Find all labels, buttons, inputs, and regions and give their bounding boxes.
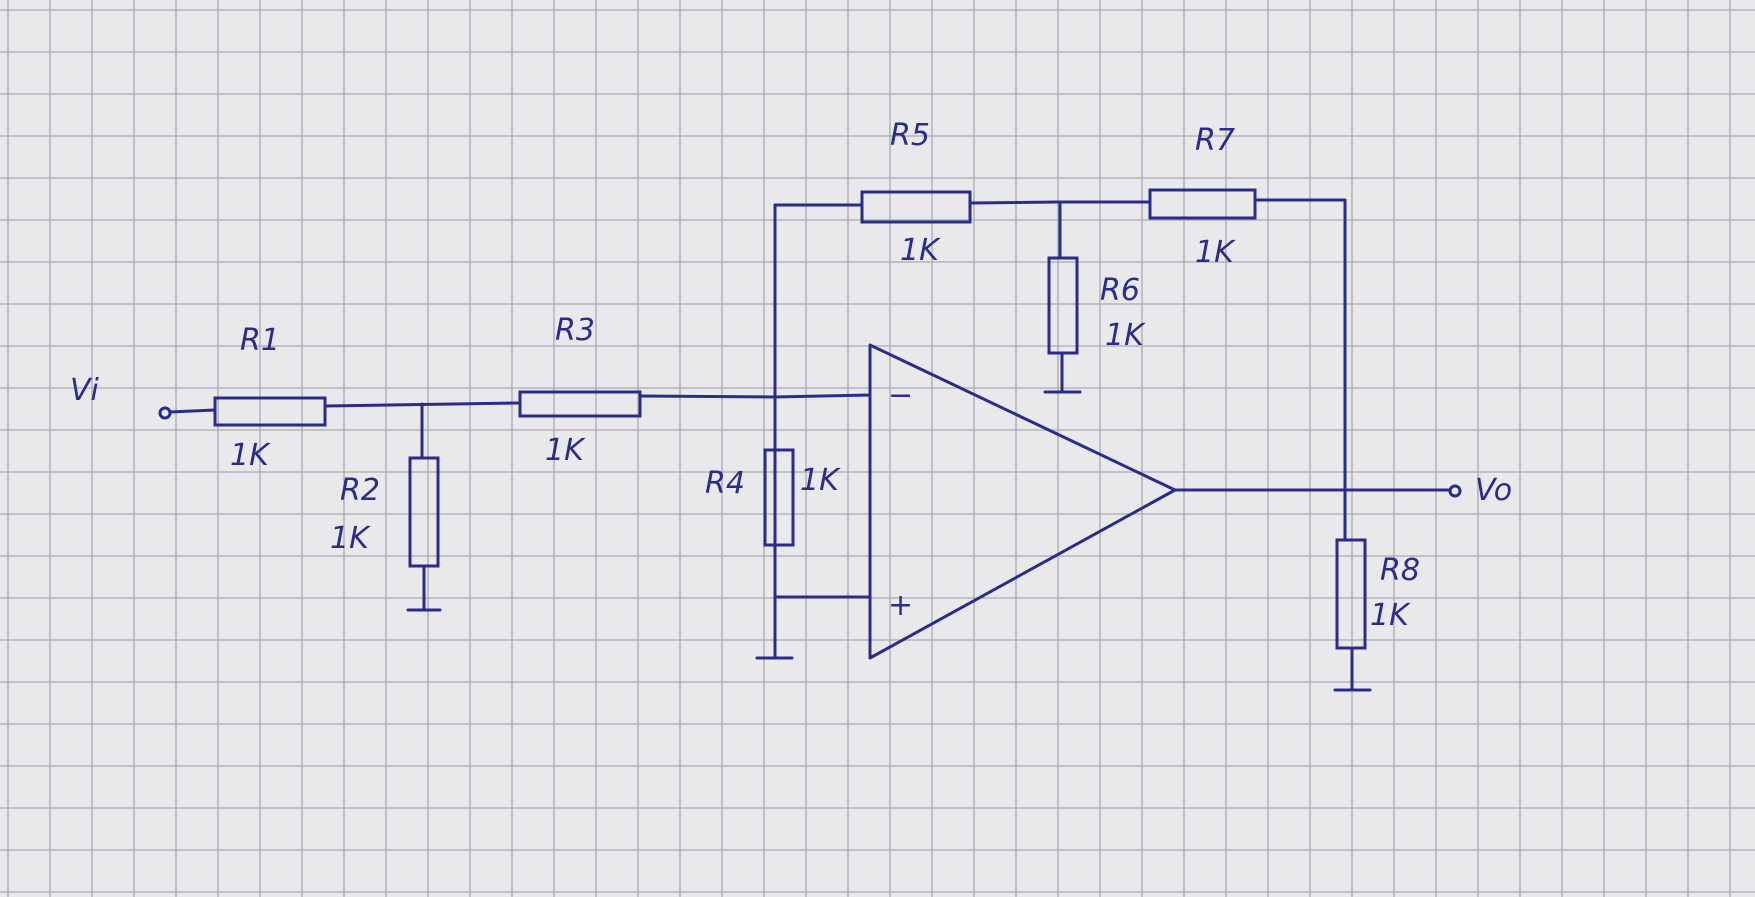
ground-r2 [406, 564, 442, 612]
r1-name: R1 [240, 323, 280, 358]
opamp-noninverting-sign: + [888, 588, 913, 623]
r5-value: 1K [900, 233, 941, 268]
wire-to-inverting-input [773, 393, 872, 399]
ground-r6 [1043, 351, 1082, 394]
resistor-r4 [763, 448, 795, 547]
resistor-r6 [1047, 256, 1079, 355]
r8-value: 1K [1370, 598, 1411, 633]
input-terminal-circle [158, 406, 172, 420]
r6-value: 1K [1105, 318, 1146, 353]
r3-value: 1K [545, 433, 586, 468]
opamp-triangle [868, 343, 1177, 660]
resistor-r1 [213, 396, 327, 427]
wire-r5-r7 [968, 200, 1062, 205]
r4-value: 1K [800, 463, 841, 498]
r2-value: 1K [330, 521, 371, 556]
wire-feedback-output [1253, 198, 1347, 492]
r3-name: R3 [555, 313, 595, 348]
r5-name: R5 [890, 118, 930, 153]
r8-name: R8 [1380, 553, 1420, 588]
vin-label: Vi [70, 373, 100, 408]
ground-r8 [1333, 646, 1372, 692]
opamp-inverting-sign: − [888, 378, 913, 413]
r7-value: 1K [1195, 235, 1236, 270]
input-node: Vi [70, 373, 172, 420]
r2-name: R2 [340, 473, 380, 508]
r1-value: 1K [230, 438, 271, 473]
output-terminal-circle [1448, 484, 1462, 498]
r6-name: R6 [1100, 273, 1140, 308]
vout-label: Vo [1475, 473, 1512, 508]
wire-r3-node [638, 394, 777, 399]
ground-node-b [755, 653, 794, 660]
resistor-r3 [518, 390, 642, 418]
r7-name: R7 [1195, 123, 1235, 158]
resistor-r5 [860, 190, 972, 224]
r4-name: R4 [705, 466, 745, 501]
resistor-r7 [1148, 188, 1257, 220]
wire-input [168, 408, 217, 414]
resistor-r2 [408, 456, 440, 568]
